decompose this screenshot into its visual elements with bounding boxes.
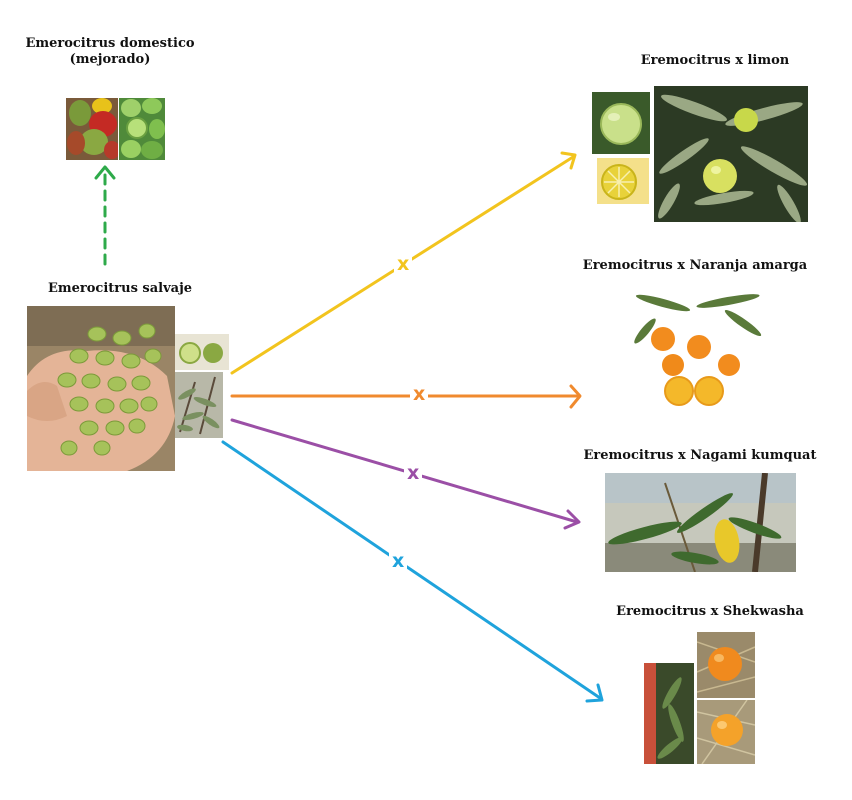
limon-fruit-photo [592, 92, 650, 154]
kumquat-title: Eremocitrus x Nagami kumquat [583, 448, 817, 463]
limon-cross-symbol: x [394, 254, 413, 274]
naranja-cross-symbol: x [410, 384, 429, 404]
naranja-fruit-photo [633, 283, 765, 413]
domestication-arrowhead [94, 165, 116, 180]
domestic-title-line2: (mejorado) [69, 52, 151, 67]
shekwasha-fruit-photo-1 [697, 632, 755, 698]
domestic-title-line1: Emerocitrus domestico [25, 36, 195, 51]
limon-arrowhead [560, 151, 577, 170]
wild-fruit-cut-photo [175, 334, 229, 370]
domestic-fruit-photo-1 [66, 98, 118, 160]
shekwasha-title: Eremocitrus x Shekwasha [616, 604, 804, 619]
domestic-title: Emerocitrus domestico (mejorado) [10, 36, 210, 68]
shekwasha-arrow-line [221, 440, 602, 700]
naranja-arrowhead [569, 384, 582, 409]
wild-tree-photo [175, 372, 223, 438]
wild-fruit-hand-photo [27, 306, 175, 471]
naranja-title: Eremocitrus x Naranja amarga [582, 258, 808, 273]
wild-title: Emerocitrus salvaje [47, 281, 193, 296]
limon-tree-photo [654, 86, 808, 222]
kumquat-fruit-photo [605, 473, 796, 572]
kumquat-arrowhead [563, 509, 581, 530]
shekwasha-arrowhead [585, 683, 604, 703]
domestic-fruit-photo-2 [119, 98, 165, 160]
shekwasha-cross-symbol: x [389, 551, 408, 571]
kumquat-cross-symbol: x [404, 463, 423, 483]
limon-title: Eremocitrus x limon [640, 53, 790, 68]
shekwasha-tree-photo [644, 663, 694, 764]
shekwasha-fruit-photo-2 [697, 700, 755, 764]
limon-cut-photo [597, 158, 649, 204]
